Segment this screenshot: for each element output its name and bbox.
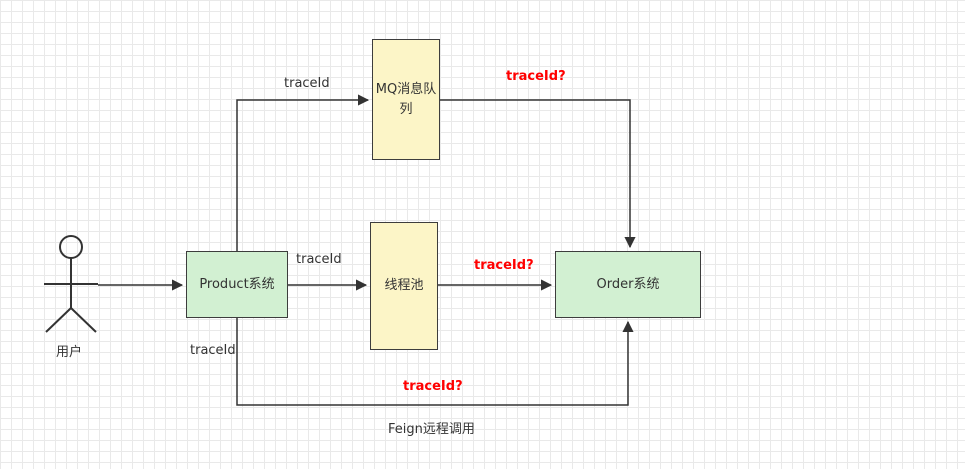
- label-traceid-question-pool-to-order: traceId?: [474, 258, 534, 273]
- node-product-label: Product系统: [199, 276, 275, 292]
- actor-leg-left: [45, 307, 72, 333]
- label-traceid-question-mq-to-order: traceId?: [506, 69, 566, 84]
- node-product-system[interactable]: Product系统: [186, 251, 288, 318]
- node-mq-queue[interactable]: MQ消息队列: [372, 39, 440, 160]
- edge-mq-to-order: [440, 99, 636, 249]
- node-order-label: Order系统: [596, 276, 660, 292]
- node-mq-label: MQ消息队列: [375, 82, 437, 117]
- label-traceid-to-pool: traceId: [296, 252, 342, 267]
- node-pool-label: 线程池: [384, 278, 424, 294]
- actor-leg-right: [70, 307, 97, 333]
- node-thread-pool[interactable]: 线程池: [370, 222, 438, 350]
- label-user: 用户: [56, 345, 83, 360]
- label-traceid-question-bottom: traceId?: [403, 379, 463, 394]
- node-order-system[interactable]: Order系统: [555, 251, 701, 318]
- edge-product-to-mq: [236, 94, 370, 251]
- user-actor-icon[interactable]: [44, 235, 98, 333]
- actor-head: [59, 235, 83, 259]
- label-traceid-bottom: traceId: [190, 343, 236, 358]
- label-traceid-to-mq: traceId: [284, 76, 330, 91]
- label-feign-remote-call: Feign远程调用: [388, 422, 475, 437]
